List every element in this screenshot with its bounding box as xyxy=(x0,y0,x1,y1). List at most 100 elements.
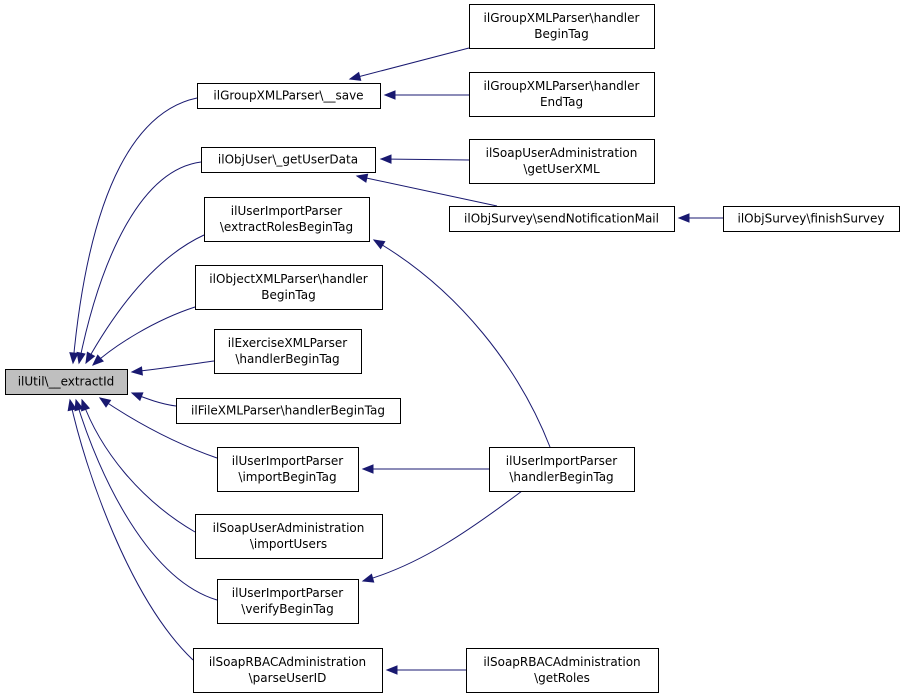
node-box xyxy=(5,369,128,395)
node-label: ilSoapUserAdministration xyxy=(213,521,365,535)
node-uip_roles[interactable]: ilUserImportParser \extractRolesBeginTag xyxy=(204,197,370,242)
arrowhead xyxy=(677,213,690,223)
node-label: ilObjUser\_getUserData xyxy=(218,153,358,167)
node-label: \importUsers xyxy=(250,537,327,551)
arrowhead xyxy=(130,366,143,376)
edge-survey_notify-to-objuser_get xyxy=(355,173,498,207)
node-box xyxy=(449,206,675,232)
arrowhead xyxy=(85,351,96,365)
node-survey_notify[interactable]: ilObjSurvey\sendNotificationMail xyxy=(449,206,675,232)
arrowhead xyxy=(379,154,392,164)
node-box xyxy=(197,83,381,109)
node-box xyxy=(195,514,383,559)
arrowhead xyxy=(98,397,112,408)
node-label: ilObjectXMLParser\handler xyxy=(209,272,368,286)
node-box xyxy=(217,579,359,624)
node-label: ilUserImportParser xyxy=(506,454,617,468)
node-box xyxy=(469,4,655,49)
node-label: \handlerBeginTag xyxy=(235,352,339,366)
edge-line xyxy=(131,360,215,373)
node-box xyxy=(466,648,659,693)
edge-line xyxy=(362,490,523,582)
edges-layer xyxy=(67,47,723,675)
node-label: \extractRolesBeginTag xyxy=(220,220,353,234)
edge-line xyxy=(99,397,218,459)
arrowhead xyxy=(385,665,398,675)
node-file_begin[interactable]: ilFileXMLParser\handlerBeginTag xyxy=(176,398,401,424)
arrowhead xyxy=(74,398,84,412)
node-uip_import[interactable]: ilUserImportParser\importBeginTag xyxy=(217,447,359,492)
edge-survey_finish-to-survey_notify xyxy=(677,213,723,223)
node-box xyxy=(193,648,383,693)
node-label: \verifyBeginTag xyxy=(241,602,333,616)
node-box xyxy=(723,206,900,232)
edge-line xyxy=(380,158,470,161)
arrowhead xyxy=(348,71,362,81)
node-box xyxy=(489,447,635,492)
node-label: ilGroupXMLParser\__save xyxy=(213,89,363,103)
node-box xyxy=(469,72,655,117)
node-label: ilExerciseXMLParser xyxy=(228,336,347,350)
edge-line xyxy=(373,239,551,448)
node-box xyxy=(214,329,362,374)
node-extractId[interactable]: ilUtil\__extractId xyxy=(5,369,128,395)
node-label: ilGroupXMLParser\handler xyxy=(484,11,640,25)
edge-file_begin-to-extractId xyxy=(130,392,177,407)
edge-objxml_begin-to-extractId xyxy=(92,306,196,366)
edge-group_begin-to-group_save xyxy=(348,47,470,81)
node-box xyxy=(217,447,359,492)
arrowhead xyxy=(76,351,86,365)
edge-uip_roles-to-extractId xyxy=(85,234,205,365)
edge-uip_verify-to-extractId xyxy=(74,398,218,601)
node-label: ilUserImportParser xyxy=(232,586,343,600)
node-soapuser_getxml[interactable]: ilSoapUserAdministration\getUserXML xyxy=(469,139,655,184)
node-uip_handler[interactable]: ilUserImportParser \handlerBeginTag xyxy=(489,447,635,492)
edge-soapuser_getxml-to-objuser_get xyxy=(379,154,470,164)
arrowhead xyxy=(361,464,374,474)
edge-line xyxy=(92,306,196,366)
edge-rbac_parse-to-extractId xyxy=(67,398,194,661)
node-label: ilUserImportParser xyxy=(232,454,343,468)
edge-uip_handler-to-uip_roles xyxy=(372,239,551,448)
node-label: ilUserImportParser xyxy=(231,204,342,218)
node-label: \handlerBeginTag xyxy=(509,470,613,484)
arrowhead xyxy=(92,354,104,366)
node-box xyxy=(469,139,655,184)
edge-group_end-to-group_save xyxy=(383,90,469,100)
edge-objuser_get-to-extractId xyxy=(76,161,202,365)
node-rbac_parse[interactable]: ilSoapRBACAdministration\parseUserID xyxy=(193,648,383,693)
edge-line xyxy=(78,161,202,364)
node-soapuser_import[interactable]: ilSoapUserAdministration \importUsers xyxy=(195,514,383,559)
node-exercise_begin[interactable]: ilExerciseXMLParser \handlerBeginTag xyxy=(214,329,362,374)
node-rbac_roles[interactable]: ilSoapRBACAdministration\getRoles xyxy=(466,648,659,693)
node-label: BeginTag xyxy=(534,27,589,41)
edge-uip_import-to-extractId xyxy=(98,397,218,459)
node-label: \getRoles xyxy=(534,671,590,685)
node-label: ilUtil\__extractId xyxy=(18,375,115,389)
node-survey_finish[interactable]: ilObjSurvey\finishSurvey xyxy=(723,206,900,232)
edge-uip_handler-to-uip_import xyxy=(361,464,489,474)
edge-line xyxy=(349,47,470,80)
node-label: ilObjSurvey\sendNotificationMail xyxy=(464,212,659,226)
edge-uip_handler-to-uip_verify xyxy=(361,490,523,583)
node-label: ilGroupXMLParser\handler xyxy=(484,79,640,93)
arrowhead xyxy=(67,398,77,412)
arrowhead xyxy=(372,239,386,250)
arrowhead xyxy=(361,573,375,583)
node-label: ilObjSurvey\finishSurvey xyxy=(738,212,885,226)
node-label: ilFileXMLParser\handlerBeginTag xyxy=(191,404,385,418)
edge-line xyxy=(356,175,498,207)
arrowhead xyxy=(355,173,369,183)
arrowhead xyxy=(69,352,79,365)
arrowhead xyxy=(383,90,396,100)
node-box xyxy=(176,398,401,424)
node-group_begin[interactable]: ilGroupXMLParser\handlerBeginTag xyxy=(469,4,655,49)
node-group_save[interactable]: ilGroupXMLParser\__save xyxy=(197,83,381,109)
node-label: \getUserXML xyxy=(523,162,600,176)
edge-line xyxy=(85,234,205,364)
node-box xyxy=(204,197,370,242)
node-objuser_get[interactable]: ilObjUser\_getUserData xyxy=(201,147,376,173)
node-uip_verify[interactable]: ilUserImportParser \verifyBeginTag xyxy=(217,579,359,624)
node-objxml_begin[interactable]: ilObjectXMLParser\handlerBeginTag xyxy=(195,265,383,310)
